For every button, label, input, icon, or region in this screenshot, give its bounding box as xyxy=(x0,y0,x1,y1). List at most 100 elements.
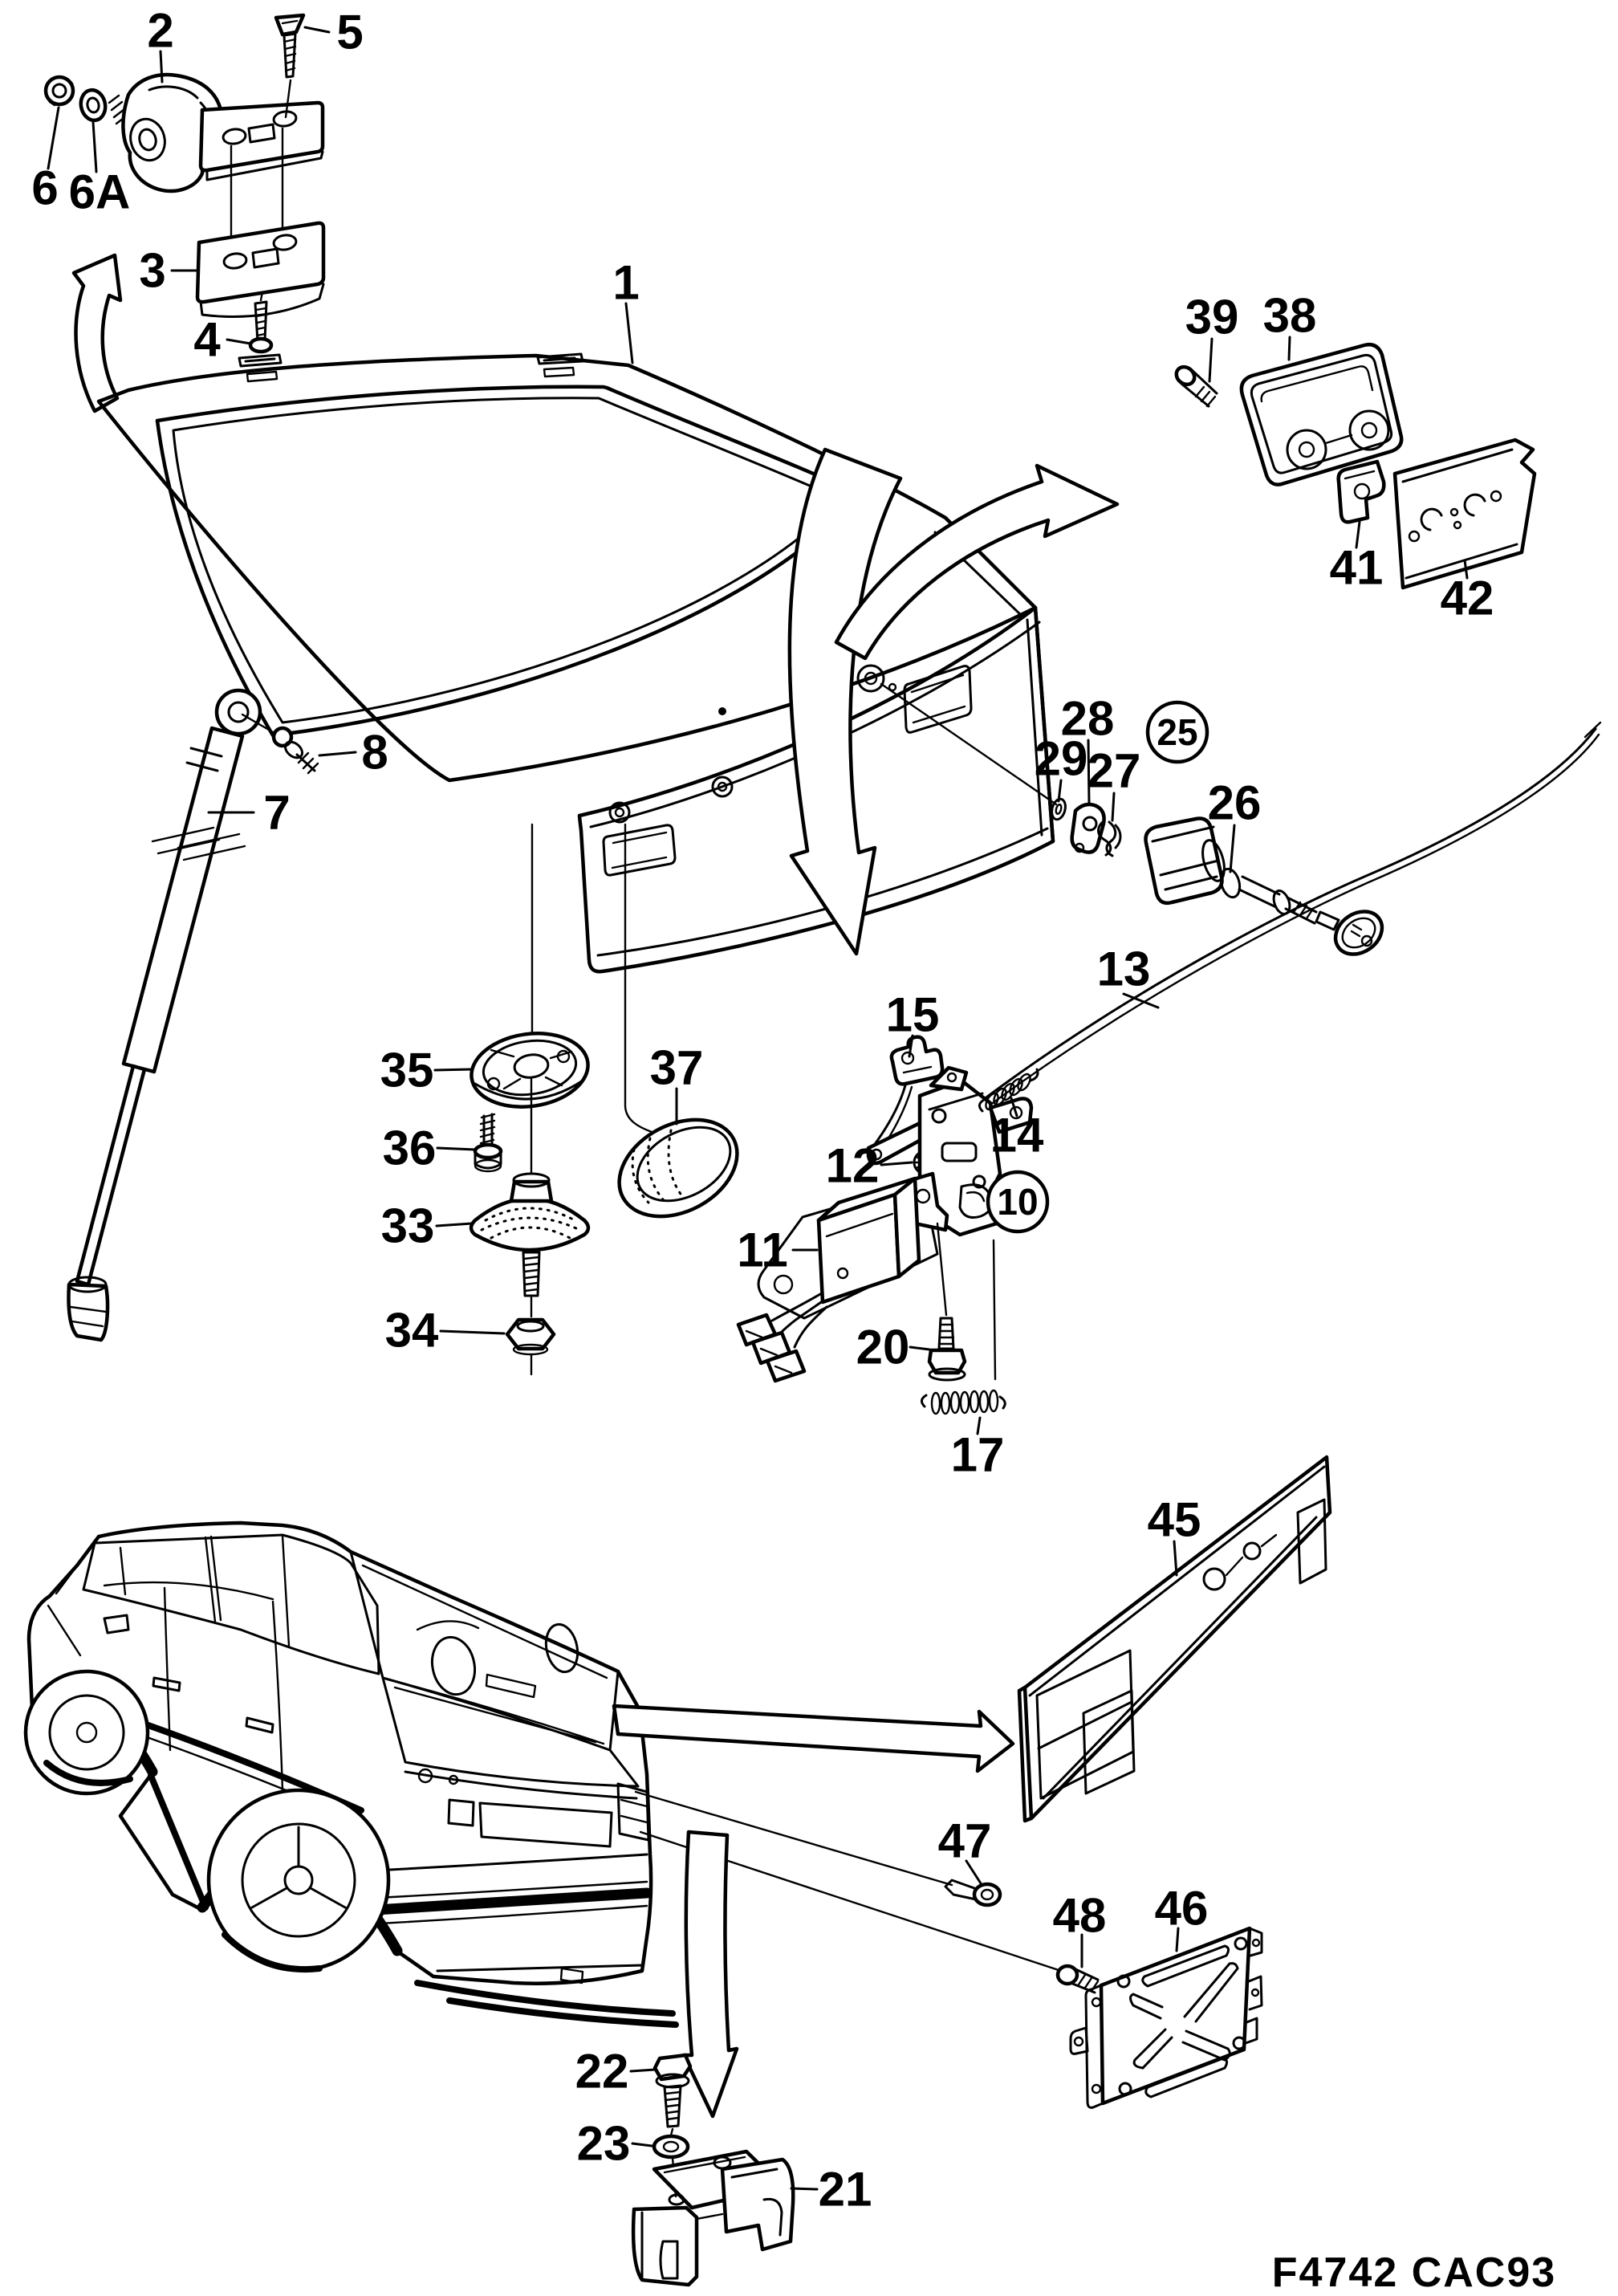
leader-line-17 xyxy=(976,1416,982,1435)
part-label-7: 7 xyxy=(263,786,290,840)
part-label-21: 21 xyxy=(819,2163,872,2217)
drawing-line xyxy=(1116,1974,1131,1989)
part-label-28: 28 xyxy=(1061,692,1115,746)
drawing-line xyxy=(717,781,728,792)
leader-line-6 xyxy=(47,106,60,170)
part-label-8: 8 xyxy=(361,726,388,780)
part-label-23: 23 xyxy=(577,2117,631,2171)
drawing-line xyxy=(946,1072,957,1083)
drawing-line xyxy=(640,2211,679,2280)
drawing-line xyxy=(1225,1533,1278,1577)
part-label-22: 22 xyxy=(575,2045,629,2099)
drawing-line xyxy=(998,1395,1006,1410)
part-label-1: 1 xyxy=(612,256,639,310)
part-label-6A: 6A xyxy=(69,165,131,219)
leader-line-21 xyxy=(790,2187,819,2191)
drawing-line xyxy=(1201,839,1226,882)
drawing-line xyxy=(872,1084,907,1148)
drawing-line xyxy=(474,1158,502,1173)
drawing-line xyxy=(254,307,267,337)
drawing-line xyxy=(281,19,299,25)
drawing-line xyxy=(1082,816,1098,832)
drawing-line xyxy=(248,336,274,354)
drawing-line xyxy=(902,1065,933,1074)
part-label-5: 5 xyxy=(336,6,363,59)
drawing-line xyxy=(614,807,625,818)
latch-assembly xyxy=(736,1035,1039,1415)
drawing-line xyxy=(490,1048,573,1092)
drawing-line xyxy=(246,366,575,383)
drawing-line xyxy=(616,1782,650,1842)
drawing-line xyxy=(241,1822,356,1938)
drawing-line xyxy=(297,751,319,775)
drawing-line xyxy=(1348,409,1390,451)
drawing-line xyxy=(222,128,247,145)
release-cable xyxy=(923,721,1602,1154)
screw-36 xyxy=(479,1113,496,1145)
drawing-line xyxy=(736,1313,807,1383)
drawing-line xyxy=(663,2156,746,2174)
drawing-line xyxy=(1242,1541,1262,1561)
drawing-line xyxy=(910,674,966,724)
drawing-line xyxy=(941,1142,978,1162)
striker-assembly xyxy=(631,2053,795,2287)
drawing-line xyxy=(222,252,248,270)
bolt-39 xyxy=(1174,364,1197,387)
drawing-line xyxy=(522,1256,540,1293)
part-label-15: 15 xyxy=(886,988,940,1042)
trim-panel-45 xyxy=(1017,1455,1332,1823)
drawing-line xyxy=(825,1212,894,1238)
drawing-line xyxy=(1250,1988,1260,1997)
drawing-line xyxy=(900,1051,915,1065)
part-label-25: 25 xyxy=(1157,711,1197,753)
drawing-line xyxy=(940,1391,951,1415)
drawing-line xyxy=(1260,365,1374,403)
drawing-line xyxy=(47,1604,82,1657)
drawing-line xyxy=(103,1614,130,1634)
drawing-line xyxy=(272,110,298,128)
drawing-line xyxy=(936,1222,948,1317)
buffer-parts xyxy=(469,1032,739,1376)
part-label-17: 17 xyxy=(951,1428,1005,1482)
drawing-line xyxy=(931,1108,947,1124)
drawing-line xyxy=(1194,385,1217,408)
drawing-line xyxy=(272,234,298,251)
drawing-line xyxy=(949,1390,961,1415)
drawing-line xyxy=(447,1798,613,1848)
drawing-line xyxy=(1144,2057,1229,2099)
drawing-line xyxy=(631,1129,684,1204)
drawing-line xyxy=(921,1394,928,1408)
drawing-line xyxy=(773,1274,794,1295)
part-label-48: 48 xyxy=(1053,1889,1107,1943)
drawing-line xyxy=(1250,353,1393,474)
drawing-line xyxy=(43,1760,133,1786)
rivet-47 xyxy=(972,1882,1002,1907)
drawing-line xyxy=(430,1635,477,1696)
drawing-line xyxy=(513,1053,550,1079)
key xyxy=(1333,910,1384,956)
drawing-line xyxy=(1069,2026,1089,2055)
drawing-line xyxy=(482,1113,494,1148)
drawing-line xyxy=(1360,421,1378,439)
part-label-41: 41 xyxy=(1330,541,1384,595)
drawing-line xyxy=(536,352,584,365)
drawing-line xyxy=(227,701,250,723)
drawing-line xyxy=(393,1620,597,1744)
panel-45 xyxy=(1017,1455,1332,1823)
drawing-line xyxy=(636,1126,732,1203)
drawing-line xyxy=(662,2140,680,2153)
drawing-line xyxy=(295,753,316,772)
pad-37 xyxy=(617,1117,739,1219)
drawing-line xyxy=(1202,1567,1226,1591)
drawing-line xyxy=(205,150,324,181)
drawing-line xyxy=(238,353,283,368)
drawing-line xyxy=(108,94,128,125)
part-label-45: 45 xyxy=(1148,1493,1201,1547)
washer-29 xyxy=(1051,797,1067,821)
tailgate-outline xyxy=(96,353,1038,783)
part-label-4: 4 xyxy=(193,313,221,367)
buffer-33 xyxy=(469,1196,591,1252)
drawing-line xyxy=(1028,1465,1326,1800)
drawing-line xyxy=(512,1343,549,1356)
drawing-line xyxy=(1344,470,1376,480)
